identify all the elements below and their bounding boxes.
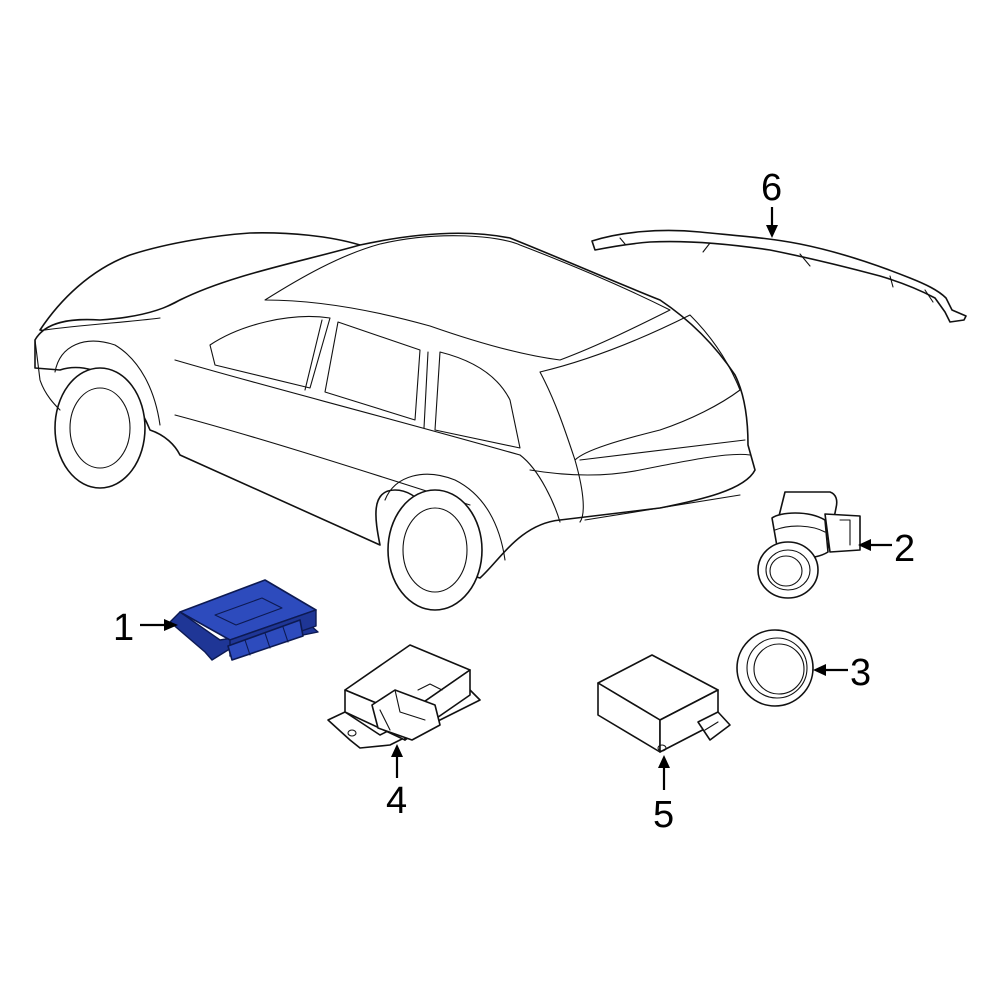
part-5-module — [597, 654, 731, 753]
vehicle-illustration — [34, 232, 756, 611]
callout-arrows — [140, 207, 892, 790]
part-2-park-sensor — [757, 491, 861, 599]
part-3-sensor-bezel — [736, 629, 814, 707]
callout-3: 3 — [850, 652, 871, 694]
callout-5: 5 — [653, 794, 674, 836]
part-4-module — [327, 644, 481, 749]
callout-2: 2 — [894, 528, 915, 570]
callout-1: 1 — [113, 607, 134, 649]
part-6-wire-harness — [591, 229, 967, 323]
callout-6: 6 — [761, 167, 782, 209]
part-1-control-module — [169, 579, 319, 661]
callout-4: 4 — [386, 780, 407, 822]
